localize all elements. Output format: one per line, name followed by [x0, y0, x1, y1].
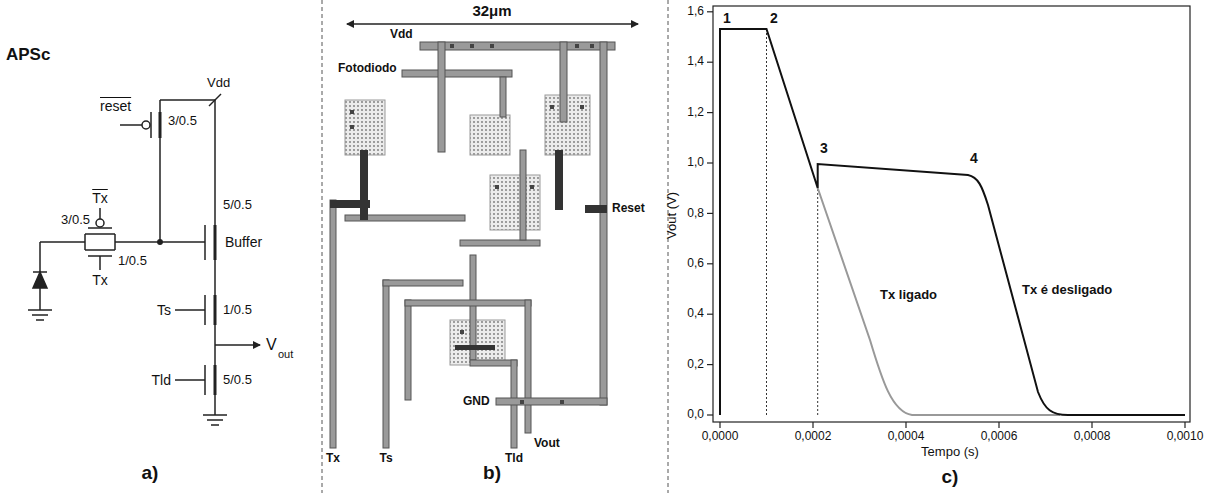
supply-name: Vdd — [207, 76, 230, 91]
pixel-schematic — [28, 94, 260, 425]
axis-tick-label: 0,0008 — [1074, 430, 1111, 444]
callout-number: 1 — [723, 10, 731, 26]
layout-label: Vdd — [390, 28, 413, 42]
panel-letter: c) — [942, 466, 959, 488]
signal-name: Tx — [92, 272, 108, 288]
signal-name: Tld — [152, 372, 171, 388]
signal-name: reset — [100, 98, 131, 114]
callout-number: 2 — [770, 10, 778, 26]
axis-tick-label: 0,8 — [687, 207, 704, 221]
layout-label: Tx — [326, 452, 340, 466]
transistor-size: 5/0.5 — [223, 198, 252, 213]
layout-label: Ts — [379, 452, 392, 466]
axis-tick-label: 1,2 — [687, 106, 704, 120]
curve-label: Tx ligado — [880, 288, 937, 303]
axis-tick-label: 0,4 — [687, 307, 704, 321]
transistor-size: 3/0.5 — [61, 213, 90, 228]
transistor-size: 1/0.5 — [223, 303, 252, 318]
signal-name: Ts — [157, 302, 171, 318]
axis-tick-label: 0,6 — [687, 257, 704, 271]
panel-title: APSc — [6, 45, 50, 65]
axis-tick-label: 0,0010 — [1167, 430, 1204, 444]
panel-letter: a) — [142, 462, 159, 484]
transistor-size: 3/0.5 — [168, 114, 197, 129]
curve-label: Tx é desligado — [1022, 283, 1112, 298]
callout-number: 4 — [970, 150, 978, 166]
layout-label: Tld — [505, 452, 523, 466]
axis-tick-label: 1,4 — [687, 55, 704, 69]
layout-label: Reset — [612, 202, 645, 216]
axis-tick-label: 0,0004 — [888, 430, 925, 444]
layout-label: GND — [463, 395, 490, 409]
panel-letter: b) — [483, 462, 501, 484]
voltage-chart — [707, 6, 1190, 428]
axis-tick-label: 0,0006 — [981, 430, 1018, 444]
axis-tick-label: 0,0 — [687, 408, 704, 422]
axis-tick-label: 0,0000 — [702, 430, 739, 444]
panel-separator — [322, 0, 668, 493]
axis-tick-label: 0,2 — [687, 358, 704, 372]
axis-tick-label: 1,6 — [687, 5, 704, 19]
axis-tick-label: 0,0002 — [795, 430, 832, 444]
block-name: Buffer — [225, 234, 262, 250]
transistor-size: 1/0.5 — [118, 254, 147, 269]
pixel-layout — [330, 24, 638, 448]
dimension: 32μm — [472, 2, 511, 19]
layout-label: Fotodiodo — [338, 62, 397, 76]
axis-title: Vout (V) — [665, 192, 680, 239]
callout-number: 3 — [820, 140, 828, 156]
signal-subscript: out — [278, 348, 293, 361]
axis-title: Tempo (s) — [921, 445, 979, 460]
layout-label: Vout — [534, 437, 560, 451]
transistor-size: 5/0.5 — [223, 373, 252, 388]
signal-name: V — [266, 336, 277, 354]
signal-name: Tx — [92, 190, 108, 206]
axis-tick-label: 1,0 — [687, 156, 704, 170]
